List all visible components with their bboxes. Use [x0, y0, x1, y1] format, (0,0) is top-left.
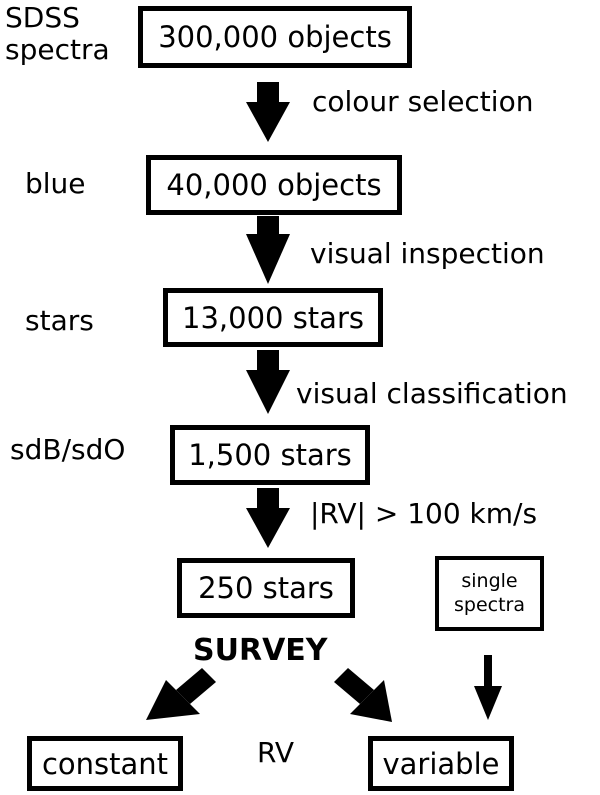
- label-visual-inspection: visual inspection: [310, 237, 545, 270]
- arrow-visual-classification: [246, 350, 290, 414]
- label-rv-cut: |RV| > 100 km/s: [310, 497, 538, 530]
- label-colour-selection: colour selection: [312, 85, 534, 118]
- box-1500-stars: 1,500 stars: [170, 425, 370, 485]
- box-constant: constant: [27, 736, 183, 791]
- arrow-to-variable: [334, 668, 392, 722]
- box-variable: variable: [368, 736, 514, 791]
- box-250-stars: 250 stars: [177, 558, 355, 618]
- arrow-to-constant: [146, 668, 216, 720]
- arrow-rv-cut: [246, 488, 290, 548]
- box-single-spectra: single spectra: [435, 556, 544, 631]
- label-stars: stars: [25, 304, 94, 337]
- arrow-colour-selection: [246, 82, 290, 142]
- box-40000-objects: 40,000 objects: [146, 155, 402, 215]
- box-300000-objects: 300,000 objects: [138, 6, 412, 68]
- label-visual-classification: visual classification: [296, 377, 568, 410]
- arrow-single-spectra: [474, 655, 502, 720]
- label-sdss-spectra: SDSS spectra: [5, 1, 110, 67]
- arrow-visual-inspection: [246, 216, 290, 284]
- box-13000-stars: 13,000 stars: [163, 288, 383, 347]
- label-survey: SURVEY: [193, 633, 328, 668]
- label-rv: RV: [257, 736, 295, 769]
- label-sdb-sdo: sdB/sdO: [10, 433, 126, 466]
- label-blue: blue: [25, 167, 86, 200]
